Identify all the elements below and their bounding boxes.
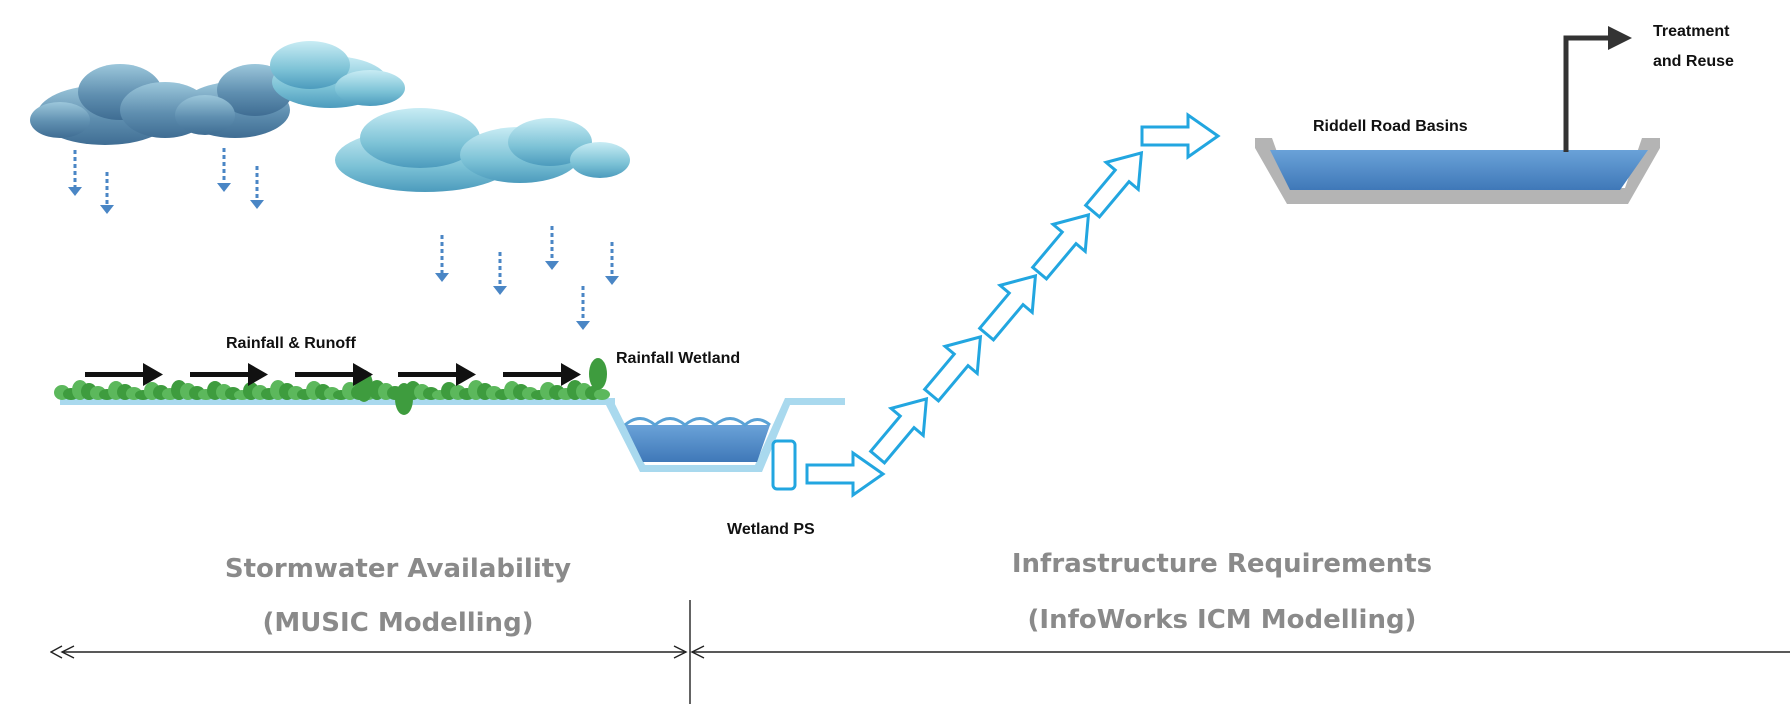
- rainfall-runoff-label: Rainfall & Runoff: [226, 335, 356, 352]
- rain-drop-icon: [250, 166, 264, 209]
- rain-group: [68, 148, 619, 330]
- left-section-title: Stormwater Availability: [225, 554, 571, 584]
- cloud-icon: [270, 41, 405, 108]
- ground: [54, 358, 615, 415]
- flow-arrow-icon: [1083, 150, 1144, 220]
- runoff-arrows: [85, 363, 581, 386]
- flow-arrow-icon: [398, 363, 476, 386]
- rain-drop-icon: [68, 150, 82, 196]
- rain-drop-icon: [605, 242, 619, 285]
- rainfall-wetland-label: Rainfall Wetland: [616, 350, 740, 367]
- flow-arrow-icon: [977, 273, 1038, 343]
- pump-station-icon: [771, 439, 797, 491]
- flow-arrow-icon: [190, 363, 268, 386]
- rain-drop-icon: [545, 226, 559, 270]
- flow-arrow-icon: [1140, 112, 1221, 160]
- rain-drop-icon: [100, 172, 114, 214]
- rain-drop-icon: [576, 286, 590, 330]
- flow-arrow-icon: [85, 363, 163, 386]
- grass-icon: [54, 358, 610, 415]
- wetland-ps-label: Wetland PS: [727, 521, 815, 538]
- flow-arrow-icon: [805, 450, 886, 498]
- flow-arrow-icon: [295, 363, 373, 386]
- cloud-icon: [335, 108, 630, 192]
- wetland-basin: [606, 398, 845, 472]
- flow-arrows: [805, 112, 1221, 498]
- flow-arrow-icon: [1030, 212, 1091, 282]
- right-section-title: Infrastructure Requirements: [1012, 549, 1432, 579]
- riddell-basin: [1255, 138, 1660, 204]
- dimension-lines: [62, 600, 1790, 704]
- riddell-basins-label: Riddell Road Basins: [1313, 118, 1468, 135]
- flow-arrow-icon: [868, 396, 929, 466]
- rain-drop-icon: [217, 148, 231, 192]
- rain-drop-icon: [493, 252, 507, 295]
- rain-drop-icon: [435, 235, 449, 282]
- right-section-subtitle: (InfoWorks ICM Modelling): [1028, 605, 1417, 635]
- flow-arrow-icon: [922, 334, 983, 404]
- reuse-label: and Reuse: [1653, 53, 1734, 70]
- treatment-label: Treatment: [1653, 23, 1730, 40]
- flow-arrow-icon: [503, 363, 581, 386]
- treatment-arrow: [1563, 26, 1632, 152]
- left-section-subtitle: (MUSIC Modelling): [262, 608, 533, 638]
